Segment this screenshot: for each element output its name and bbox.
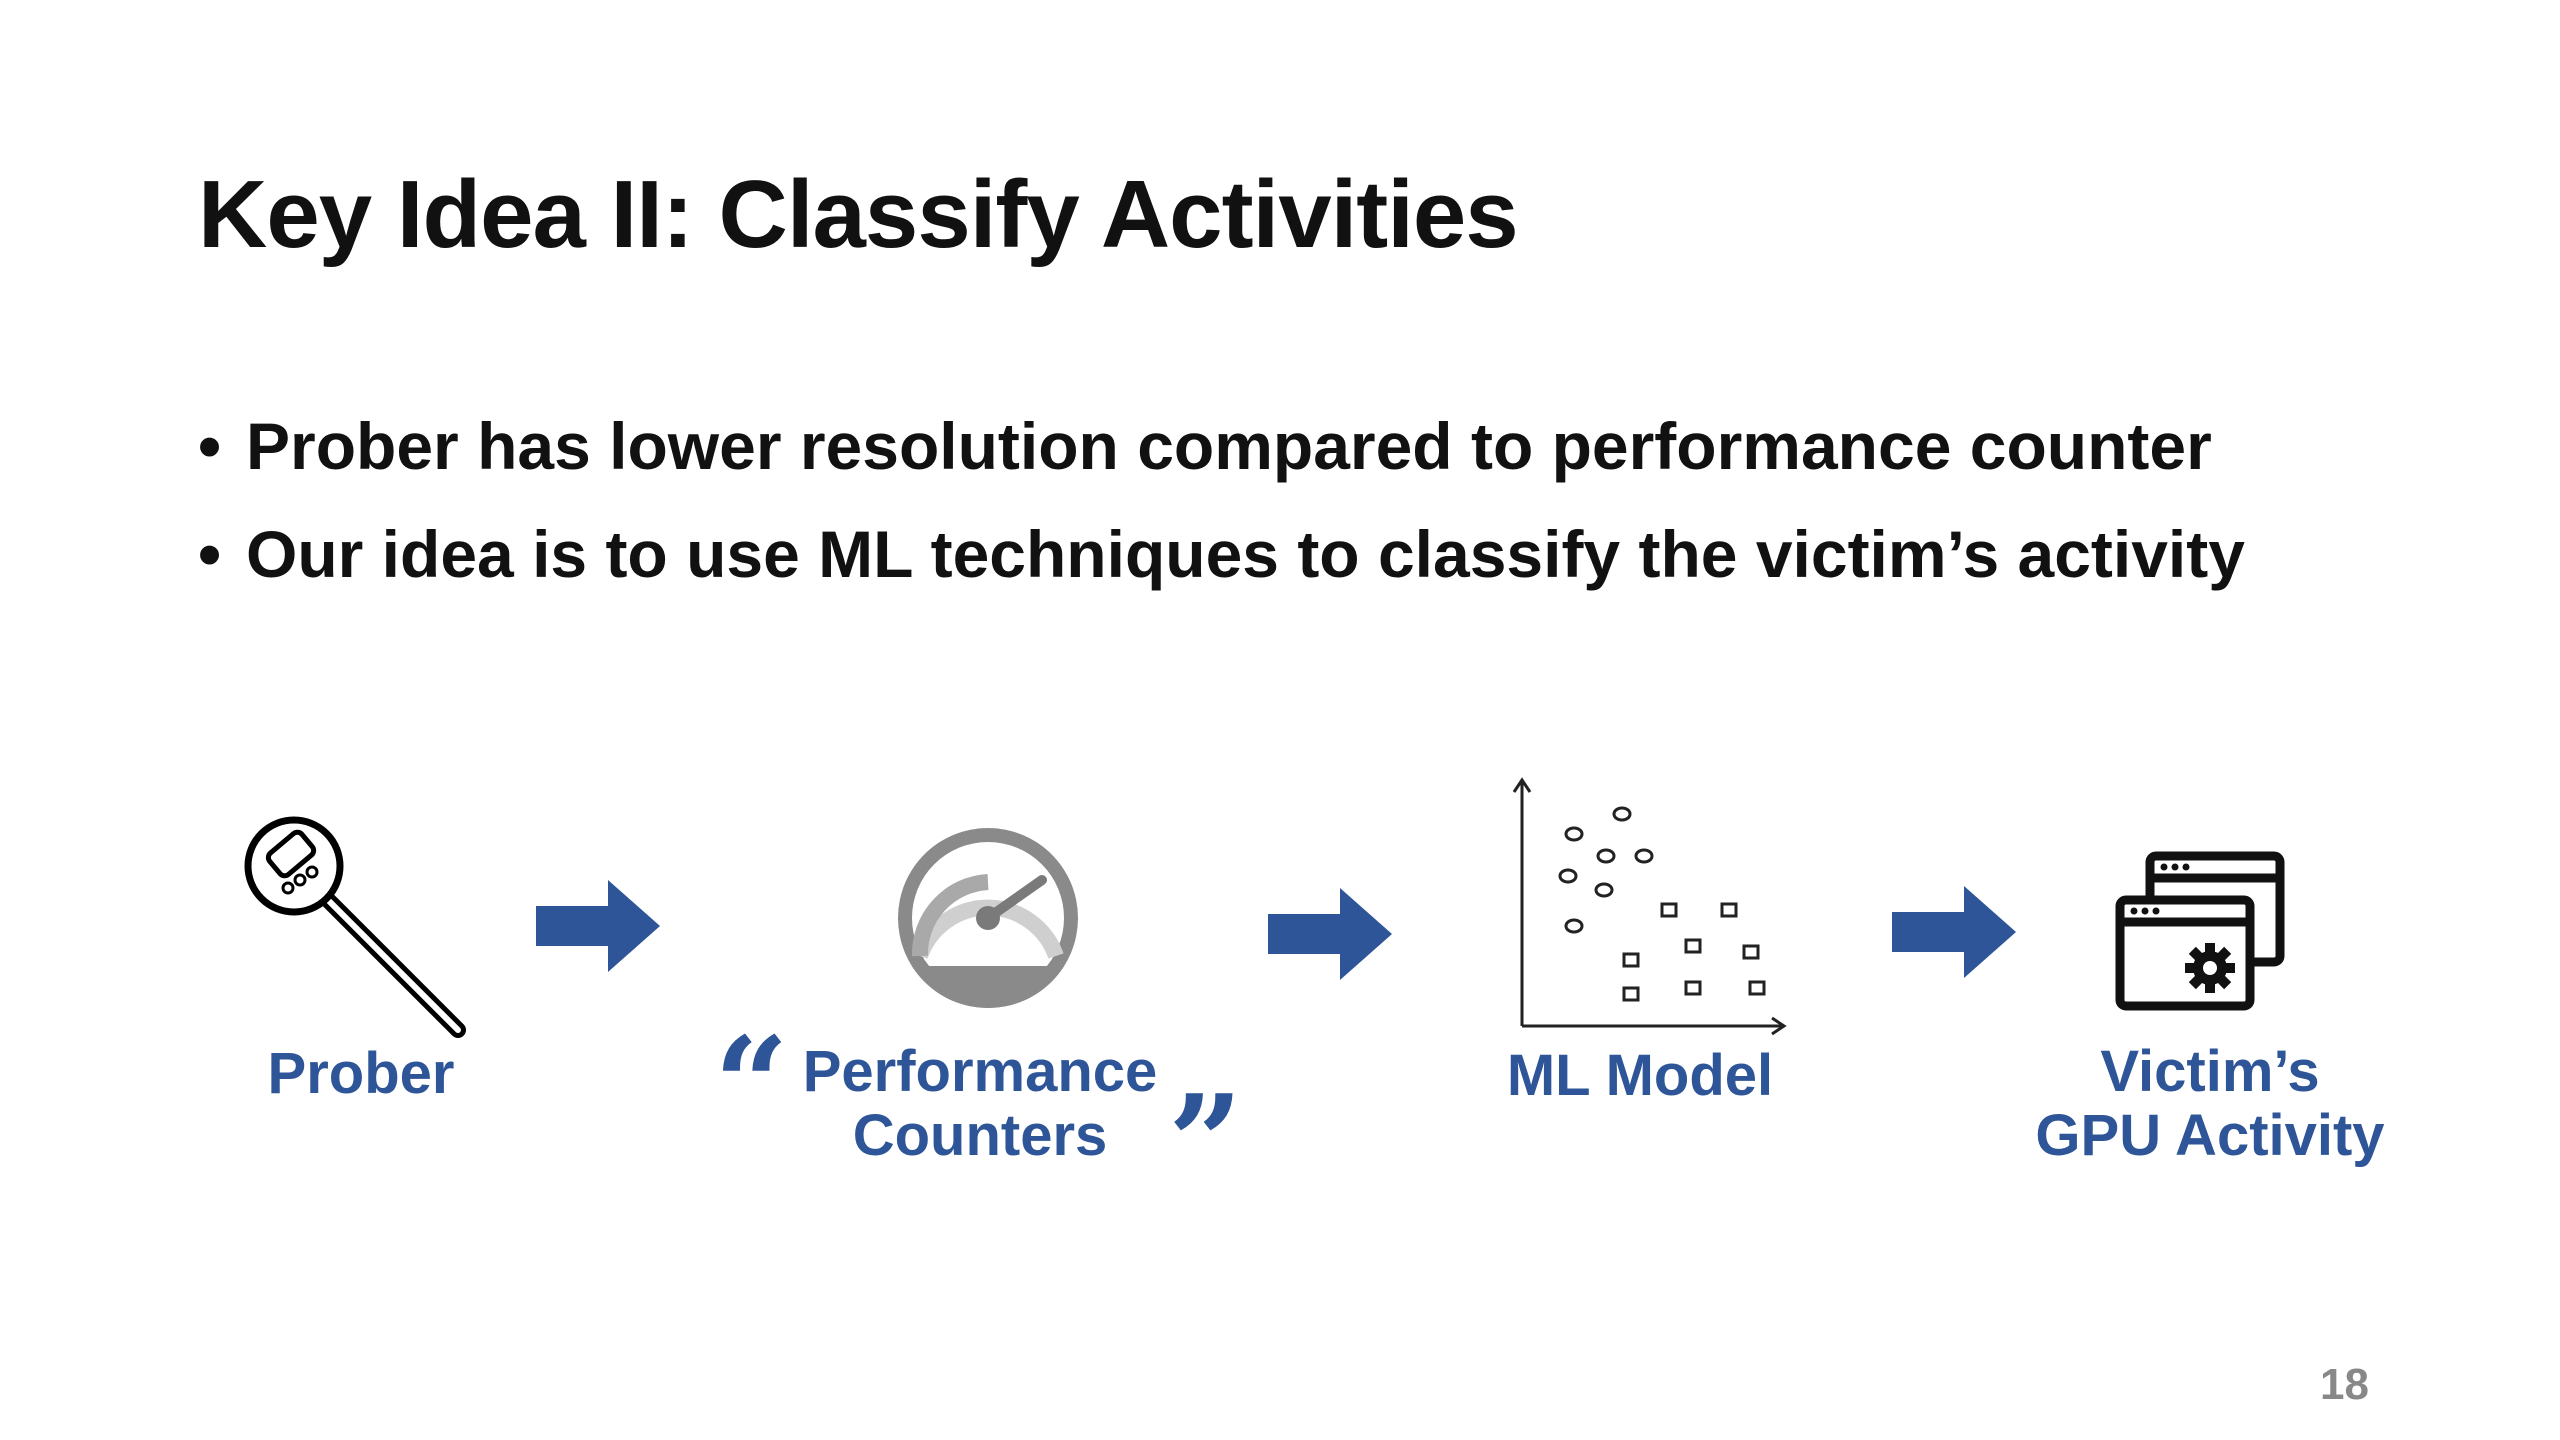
right-arrow-icon <box>1892 886 2016 978</box>
bullet-list: • Prober has lower resolution compared t… <box>198 392 2245 608</box>
victim-gpu-activity-label: Victim’s GPU Activity <box>2010 1040 2410 1168</box>
speedometer-gauge-icon <box>898 828 1078 1008</box>
right-arrow-icon <box>536 880 660 972</box>
app-windows-gear-icon <box>2115 851 2285 1011</box>
ml-model-label: ML Model <box>1506 1043 1774 1108</box>
label-line: Performance <box>802 1039 1158 1104</box>
close-quote-mark: ” <box>1168 1066 1243 1219</box>
label-line: GPU Activity <box>2035 1103 2385 1168</box>
bullet-item: • Our idea is to use ML techniques to cl… <box>198 500 2245 608</box>
bullet-marker: • <box>198 517 222 591</box>
prober-label: Prober <box>267 1041 455 1106</box>
thermometer-probe-icon <box>244 816 466 1038</box>
bullet-text: Prober has lower resolution compared to … <box>246 409 2212 483</box>
bullet-item: • Prober has lower resolution compared t… <box>198 392 2245 500</box>
slide-title: Key Idea II: Classify Activities <box>198 161 1519 268</box>
page-number: 18 <box>2320 1360 2369 1409</box>
label-line: Victim’s <box>2100 1039 2320 1104</box>
scatter-plot-icon <box>1512 777 1787 1036</box>
label-line: Counters <box>852 1103 1108 1168</box>
open-quote-mark: “ <box>714 1008 789 1161</box>
bullet-text: Our idea is to use ML techniques to clas… <box>246 517 2245 591</box>
right-arrow-icon <box>1268 888 1392 980</box>
bullet-marker: • <box>198 409 222 483</box>
performance-counters-label: Performance Counters <box>780 1040 1180 1168</box>
